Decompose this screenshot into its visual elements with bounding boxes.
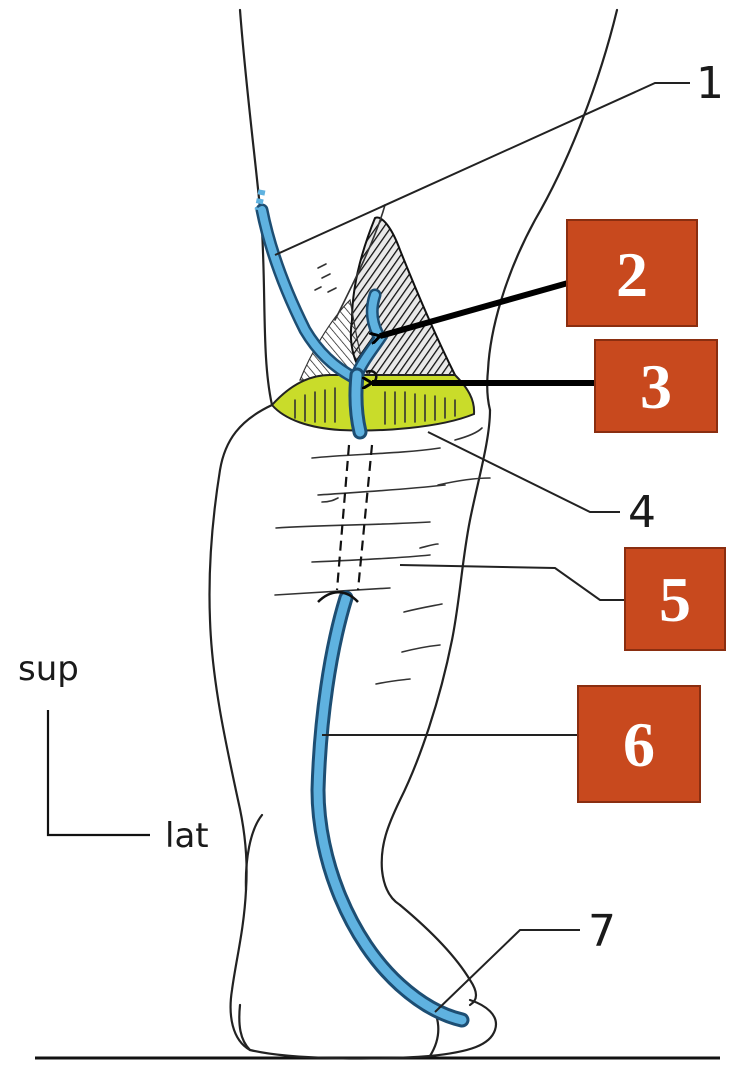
- label-box-2: 2: [567, 220, 697, 326]
- leader-5: [400, 565, 625, 600]
- label-3: 3: [640, 351, 672, 422]
- label-2: 2: [616, 239, 648, 310]
- label-box-5: 5: [625, 548, 725, 650]
- label-1: 1: [696, 58, 724, 109]
- label-4: 4: [628, 487, 656, 538]
- axis-label-sup: sup: [18, 649, 79, 689]
- leader-7: [435, 930, 580, 1012]
- axis-label-lat: lat: [165, 816, 209, 856]
- label-box-3: 3: [595, 340, 717, 432]
- calf-outline: [209, 405, 495, 1058]
- label-5: 5: [659, 564, 691, 635]
- calf-contours: [275, 428, 490, 684]
- orientation-axes: sup lat: [18, 649, 209, 856]
- label-7: 7: [588, 906, 616, 957]
- leader-4: [428, 432, 620, 512]
- label-6: 6: [623, 709, 655, 780]
- label-box-6: 6: [578, 686, 700, 802]
- vein-dashed-portion: [337, 445, 372, 590]
